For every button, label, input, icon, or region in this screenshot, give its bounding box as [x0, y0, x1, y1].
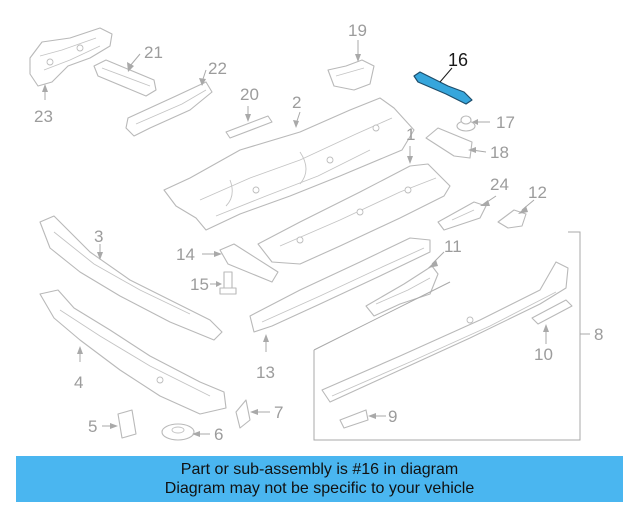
part-13-side-member[interactable]	[249, 237, 431, 333]
part-24-plate[interactable]	[437, 201, 487, 231]
part-20-bar[interactable]	[225, 115, 273, 139]
banner-line-2: Diagram may not be specific to your vehi…	[164, 480, 475, 497]
callout-24: 24	[490, 175, 509, 194]
callout-16: 16	[448, 50, 468, 70]
part-15-bolt[interactable]	[219, 271, 237, 295]
callout-12: 12	[528, 183, 547, 202]
part-5-bracket[interactable]	[117, 409, 137, 439]
part-21-bracket[interactable]	[93, 59, 157, 97]
part-18-plate[interactable]	[425, 127, 473, 159]
part-7-bracket[interactable]	[235, 399, 251, 429]
callout-7: 7	[274, 403, 283, 422]
callout-18: 18	[490, 143, 509, 162]
part-17-plug[interactable]	[456, 115, 476, 132]
callout-4: 4	[74, 373, 83, 392]
callout-11: 11	[444, 237, 462, 256]
callout-9: 9	[388, 407, 397, 426]
parts-diagram: 23 21 22 20 19 16 17 18	[29, 21, 603, 444]
callout-3: 3	[94, 227, 103, 246]
callout-10: 10	[534, 345, 553, 364]
part-14-bracket[interactable]	[219, 243, 279, 283]
part-2-floor-panel[interactable]	[163, 97, 415, 231]
callout-15: 15	[190, 275, 209, 294]
part-11-reinforcement[interactable]	[365, 265, 439, 317]
callout-6: 6	[214, 425, 223, 444]
part-23-front-rail[interactable]	[29, 27, 113, 87]
part-4-floor-member[interactable]	[39, 289, 227, 415]
part-12-bracket[interactable]	[497, 209, 527, 229]
callout-5: 5	[88, 417, 97, 436]
part-6-mount[interactable]	[161, 423, 195, 441]
callout-23: 23	[34, 107, 53, 126]
part-16-highlighted[interactable]	[413, 71, 473, 105]
callout-1: 1	[406, 125, 415, 144]
part-22-reinforcement[interactable]	[125, 81, 213, 137]
callout-2: 2	[292, 93, 301, 112]
callout-21: 21	[144, 43, 163, 62]
part-3-crossmember[interactable]	[39, 215, 223, 341]
callout-13: 13	[256, 363, 275, 382]
callout-17: 17	[496, 113, 515, 132]
part-8-rocker-panel[interactable]	[321, 261, 569, 403]
part-10-bracket[interactable]	[531, 299, 573, 325]
part-1-rear-floor[interactable]	[257, 163, 451, 265]
callout-19: 19	[348, 21, 367, 40]
callout-22: 22	[208, 59, 227, 78]
part-9-bracket[interactable]	[339, 409, 369, 429]
callout-20: 20	[240, 85, 259, 104]
callout-14: 14	[176, 245, 195, 264]
part-8-assembly-box[interactable]	[313, 231, 581, 441]
part-info-banner: Part or sub-assembly is #16 in diagram D…	[16, 456, 623, 502]
banner-line-1: Part or sub-assembly is #16 in diagram	[180, 461, 459, 478]
part-19-bracket[interactable]	[327, 59, 375, 91]
callout-8: 8	[594, 325, 603, 344]
